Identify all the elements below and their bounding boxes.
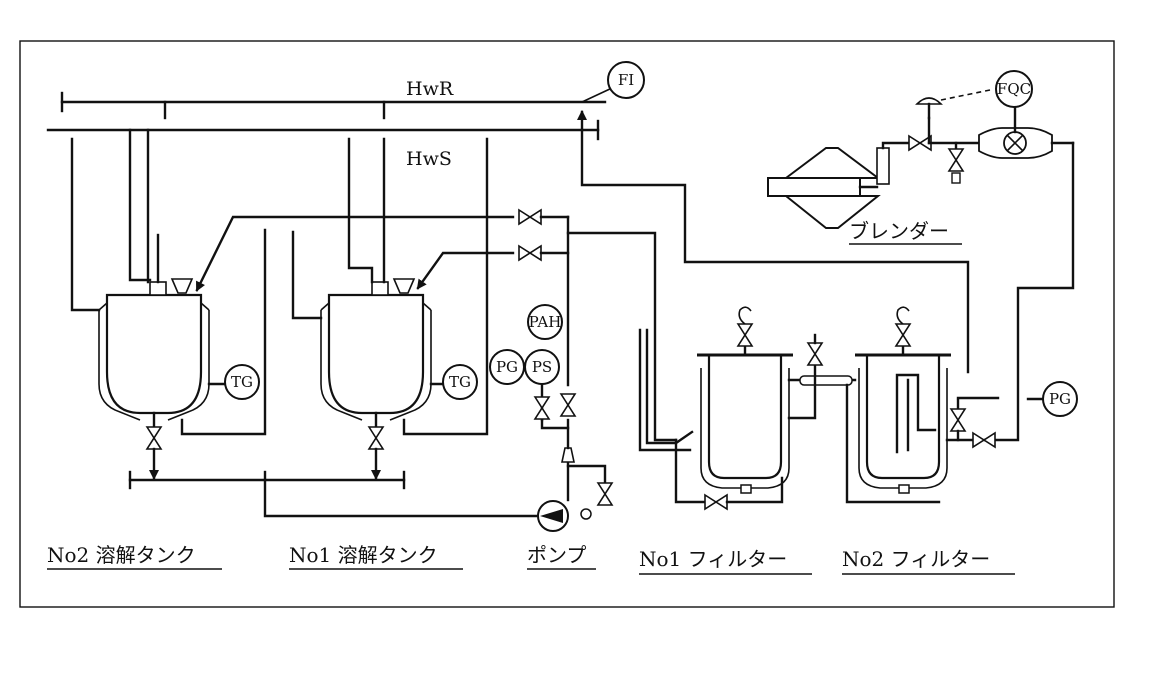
no1-filter [638, 306, 857, 510]
flow-quantity-controller: FQC [995, 70, 1033, 108]
svg-text:PG: PG [1049, 390, 1071, 408]
svg-text:TG: TG [231, 373, 253, 391]
blender-label: ブレンダー [849, 219, 949, 243]
svg-text:PAH: PAH [529, 313, 562, 331]
svg-text:FQC: FQC [997, 80, 1031, 98]
svg-text:FI: FI [618, 71, 634, 89]
hwr-label: HwR [406, 78, 454, 100]
blender [767, 89, 1075, 229]
flow-indicator: FI [607, 61, 645, 99]
temp-gauge-tank2: TG [224, 364, 260, 400]
blender-outlet-pipe [983, 141, 1075, 442]
pressure-switch: PS [524, 349, 560, 385]
pump-label: ポンプ [527, 543, 586, 567]
svg-text:PG: PG [496, 358, 518, 376]
no2-dissolution-tank [70, 128, 267, 480]
hws-label: HwS [406, 148, 452, 170]
no1-dissolution-tank [291, 137, 489, 480]
hws-to-filter-pipe [580, 128, 970, 374]
temp-gauge-tank1: TG [442, 364, 478, 400]
diagram-frame [19, 40, 1115, 608]
no1-tank-label: No1 溶解タンク [289, 543, 438, 567]
no2-filter-label: No2 フィルター [842, 547, 990, 571]
svg-text:TG: TG [449, 373, 471, 391]
no2-tank-label: No2 溶解タンク [47, 543, 196, 567]
pump [534, 378, 613, 532]
drain-collector [128, 470, 538, 518]
no2-filter [845, 306, 1044, 504]
pressure-gauge-filter: PG [1042, 381, 1078, 417]
hws-header-line [46, 119, 600, 141]
no1-filter-label: No1 フィルター [639, 547, 787, 571]
svg-text:PS: PS [532, 358, 552, 376]
pressure-alarm-high: PAH [527, 304, 563, 340]
pressure-gauge-pump: PG [489, 349, 525, 385]
recirculation-lines [195, 209, 678, 442]
hwr-header-line [60, 87, 613, 132]
